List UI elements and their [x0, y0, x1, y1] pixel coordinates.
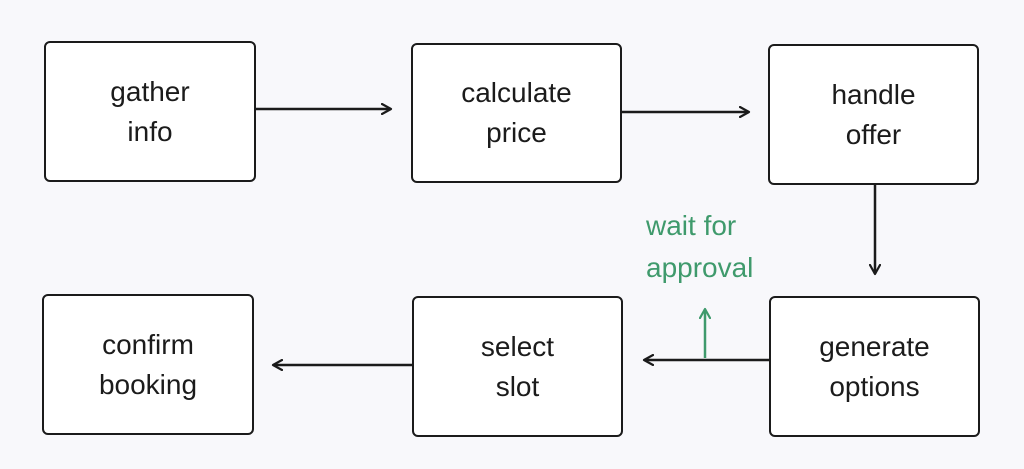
node-label-line: info: [127, 115, 173, 147]
node-label-line: options: [829, 370, 920, 402]
node-label-line: handle: [831, 78, 916, 110]
annotation-line: approval: [646, 252, 754, 283]
node-label-line: slot: [495, 370, 540, 402]
node-calculate-price: calculate price: [411, 43, 622, 183]
node-generate-options: generate options: [769, 296, 980, 437]
node-label-line: gather: [110, 75, 190, 107]
node-label-line: offer: [845, 118, 902, 150]
node-label-line: generate: [819, 330, 930, 362]
node-confirm-booking: confirm booking: [42, 294, 254, 435]
annotation-line: wait for: [646, 210, 737, 241]
node-handle-offer: handle offer: [768, 44, 979, 185]
node-label-line: booking: [98, 368, 198, 400]
node-label-line: calculate: [461, 77, 572, 108]
node-label-line: price: [486, 117, 547, 148]
node-select-slot: select slot: [412, 296, 623, 437]
approval-annotation: wait for approval: [646, 205, 753, 289]
node-gather-info: gather info: [44, 41, 256, 182]
node-label-line: confirm: [102, 328, 194, 360]
node-label-line: select: [480, 330, 555, 362]
